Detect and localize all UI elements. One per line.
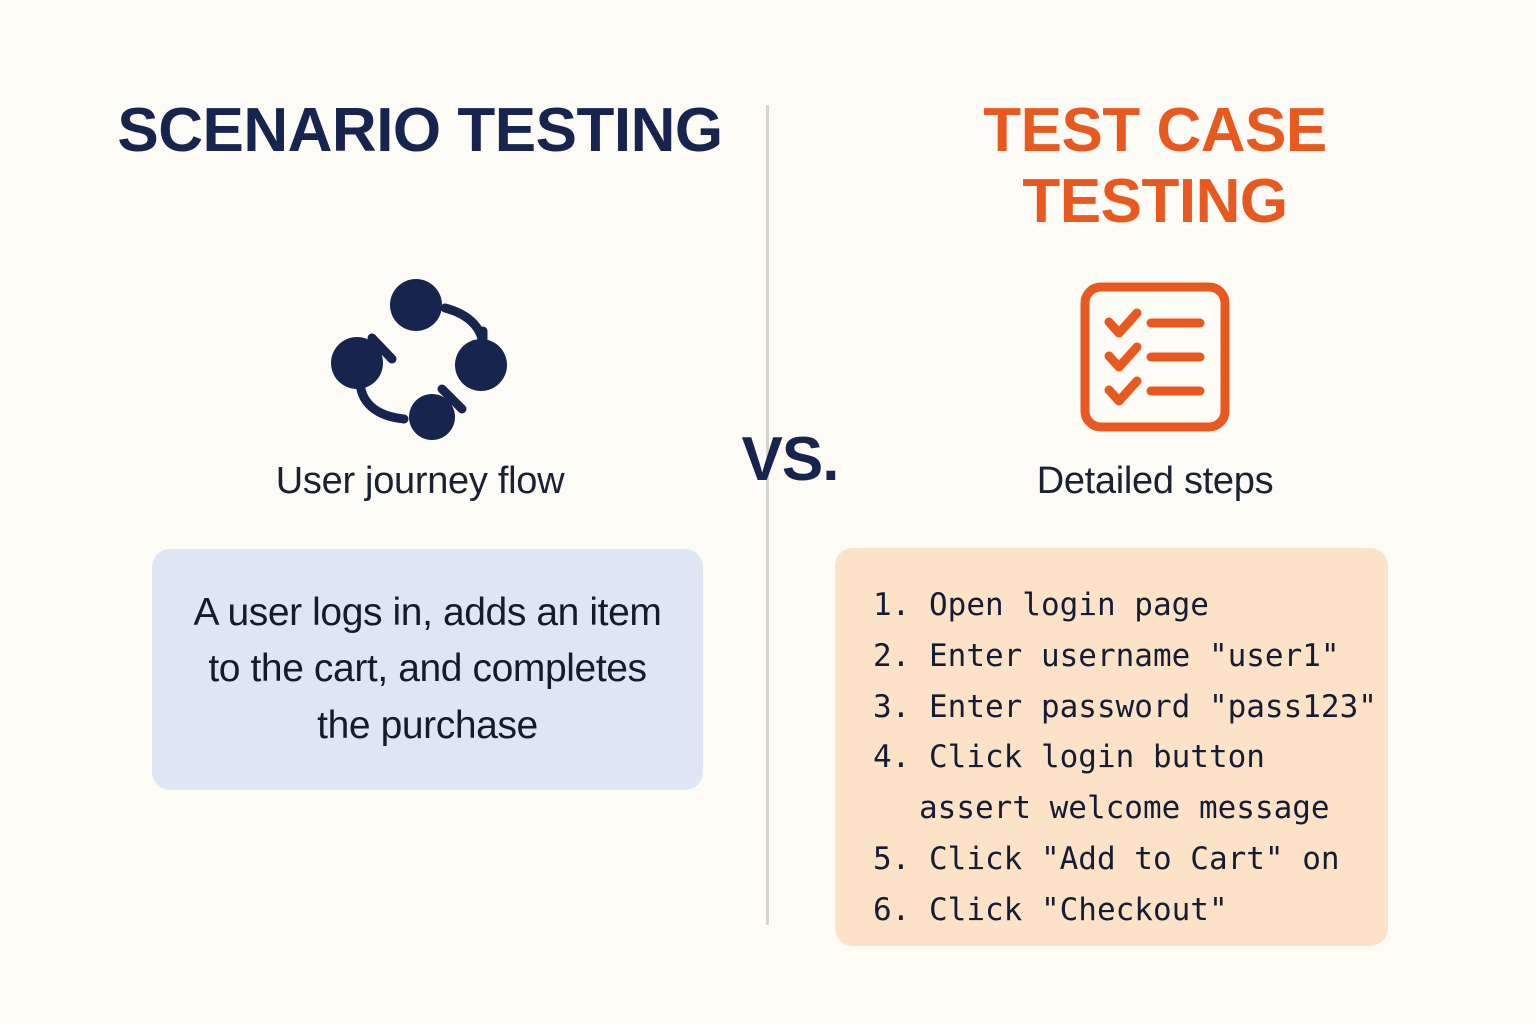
checklist-icon-wrap: [875, 262, 1435, 452]
test-case-step: assert welcome message: [919, 790, 1330, 827]
test-case-steps-box: 1. Open login page 2. Enter username "use…: [835, 548, 1388, 946]
test-case-step: 2. Enter username "user1": [873, 637, 1340, 674]
test-case-step: 1. Open login page: [873, 587, 1209, 623]
test-case-testing-column: TEST CASE TESTING Detailed steps: [760, 0, 1460, 1024]
test-case-testing-title: TEST CASE TESTING: [983, 96, 1327, 237]
scenario-testing-column: SCENARIO TESTING User journey flow: [80, 0, 780, 1024]
test-case-step: 3. Enter password "pass123": [873, 688, 1377, 725]
test-case-steps-list: 1. Open login page 2. Enter username "use…: [873, 580, 1388, 936]
scenario-testing-title: SCENARIO TESTING: [117, 96, 723, 165]
test-case-testing-caption: Detailed steps: [1036, 460, 1274, 502]
vertical-divider: [766, 105, 769, 925]
test-case-step: 5. Click "Add to Cart" on: [873, 841, 1340, 878]
checklist-icon: [1080, 282, 1230, 432]
test-case-step: 6. Click "Checkout": [873, 891, 1228, 928]
scenario-testing-caption: User journey flow: [275, 460, 565, 502]
vs-label: VS.: [741, 425, 840, 494]
user-journey-flow-icon: [331, 279, 507, 440]
scenario-example-text: A user logs in, adds an item to the cart…: [193, 590, 662, 747]
scenario-example-box: A user logs in, adds an item to the cart…: [152, 549, 703, 790]
test-case-step: 4. Click login button: [873, 739, 1265, 776]
user-journey-flow-icon-wrap: [70, 262, 770, 452]
